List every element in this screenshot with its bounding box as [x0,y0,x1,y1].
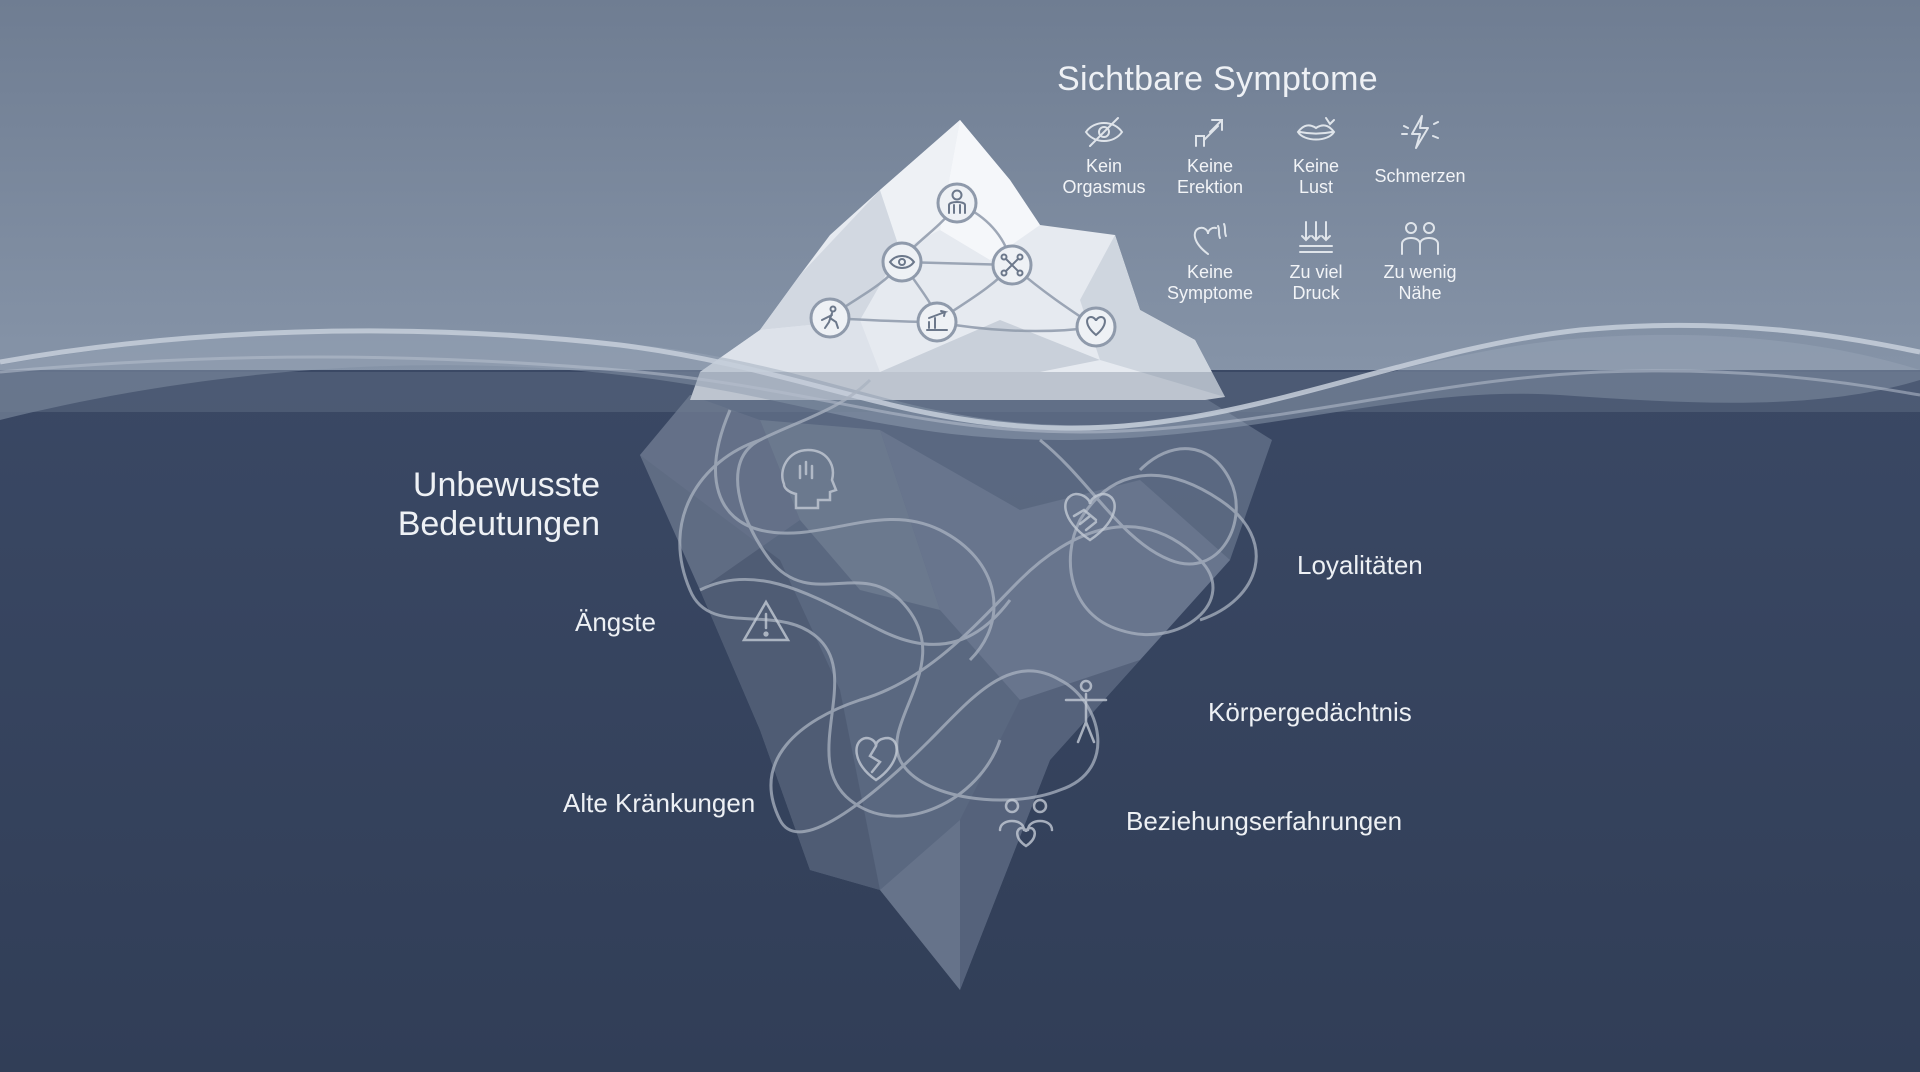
symptom-too-little-closeness: Zu wenig Nähe [1355,218,1485,304]
visible-symptoms-heading: Sichtbare Symptome [1057,60,1378,98]
person-icon [948,189,966,214]
heart-icon [1086,315,1106,337]
walking-person-icon [821,305,839,329]
label-old-hurts: Alte Kränkungen [563,788,756,818]
rising-arrow-icon [1188,112,1232,152]
symptom-label: Symptome [1166,283,1254,303]
symptom-label: Lust [1298,177,1334,197]
symptom-too-much-pressure: Zu viel Druck [1251,218,1381,304]
head-thoughts-icon [781,448,838,510]
handshake-heart-icon [1064,492,1116,542]
symptom-label: Keine [1186,262,1234,282]
human-figure-icon [1064,679,1108,744]
label-relationship-experiences: Beziehungserfahrungen [1126,806,1403,836]
symptom-label: Druck [1292,283,1340,303]
node-heart [1075,306,1117,348]
down-arrows-icon [1294,218,1338,258]
symptom-no-orgasm: Kein Orgasmus [1039,112,1169,198]
heart-wave-icon [1188,218,1232,258]
wave-line-1 [0,322,1920,431]
symptom-no-symptoms: Keine Symptome [1145,218,1275,304]
symptom-label: Keine [1186,156,1234,176]
family-heart-icon [998,798,1054,848]
symptom-pain: Schmerzen [1355,112,1485,186]
node-chart [916,301,958,343]
command-icon [1000,253,1024,277]
symptom-no-erection: Keine Erektion [1145,112,1275,198]
broken-heart-icon [855,736,898,782]
heading-line-1: Unbewusste [412,466,600,504]
lips-icon [1294,112,1338,152]
lightning-icon [1398,112,1442,152]
symptom-label: Kein [1085,156,1123,176]
symptom-label: Nähe [1398,283,1442,303]
tangled-threads [678,378,1258,834]
symptom-label: Keine [1292,156,1340,176]
eye-icon [888,255,916,269]
symptom-label: Schmerzen [1374,166,1466,186]
wave-line-2 [0,355,1920,434]
rising-chart-icon [926,310,949,331]
label-body-memory: Körpergedächtnis [1208,697,1412,727]
symptom-label: Zu wenig [1383,262,1457,282]
symptom-label: Zu viel [1289,262,1343,282]
symptom-label: Orgasmus [1062,177,1146,197]
node-eye [881,241,923,283]
heading-line-2: Bedeutungen [397,505,600,543]
symptom-no-desire: Keine Lust [1251,112,1381,198]
unconscious-meanings-heading: Unbewusste Bedeutungen [330,466,600,544]
water-surface-band [0,331,1920,440]
warning-triangle-icon [741,599,791,642]
label-fears: Ängste [575,607,656,637]
label-loyalties: Loyalitäten [1297,550,1423,580]
eye-slash-icon [1082,112,1126,152]
symptom-label: Erektion [1176,177,1244,197]
two-people-icon [1398,218,1442,258]
